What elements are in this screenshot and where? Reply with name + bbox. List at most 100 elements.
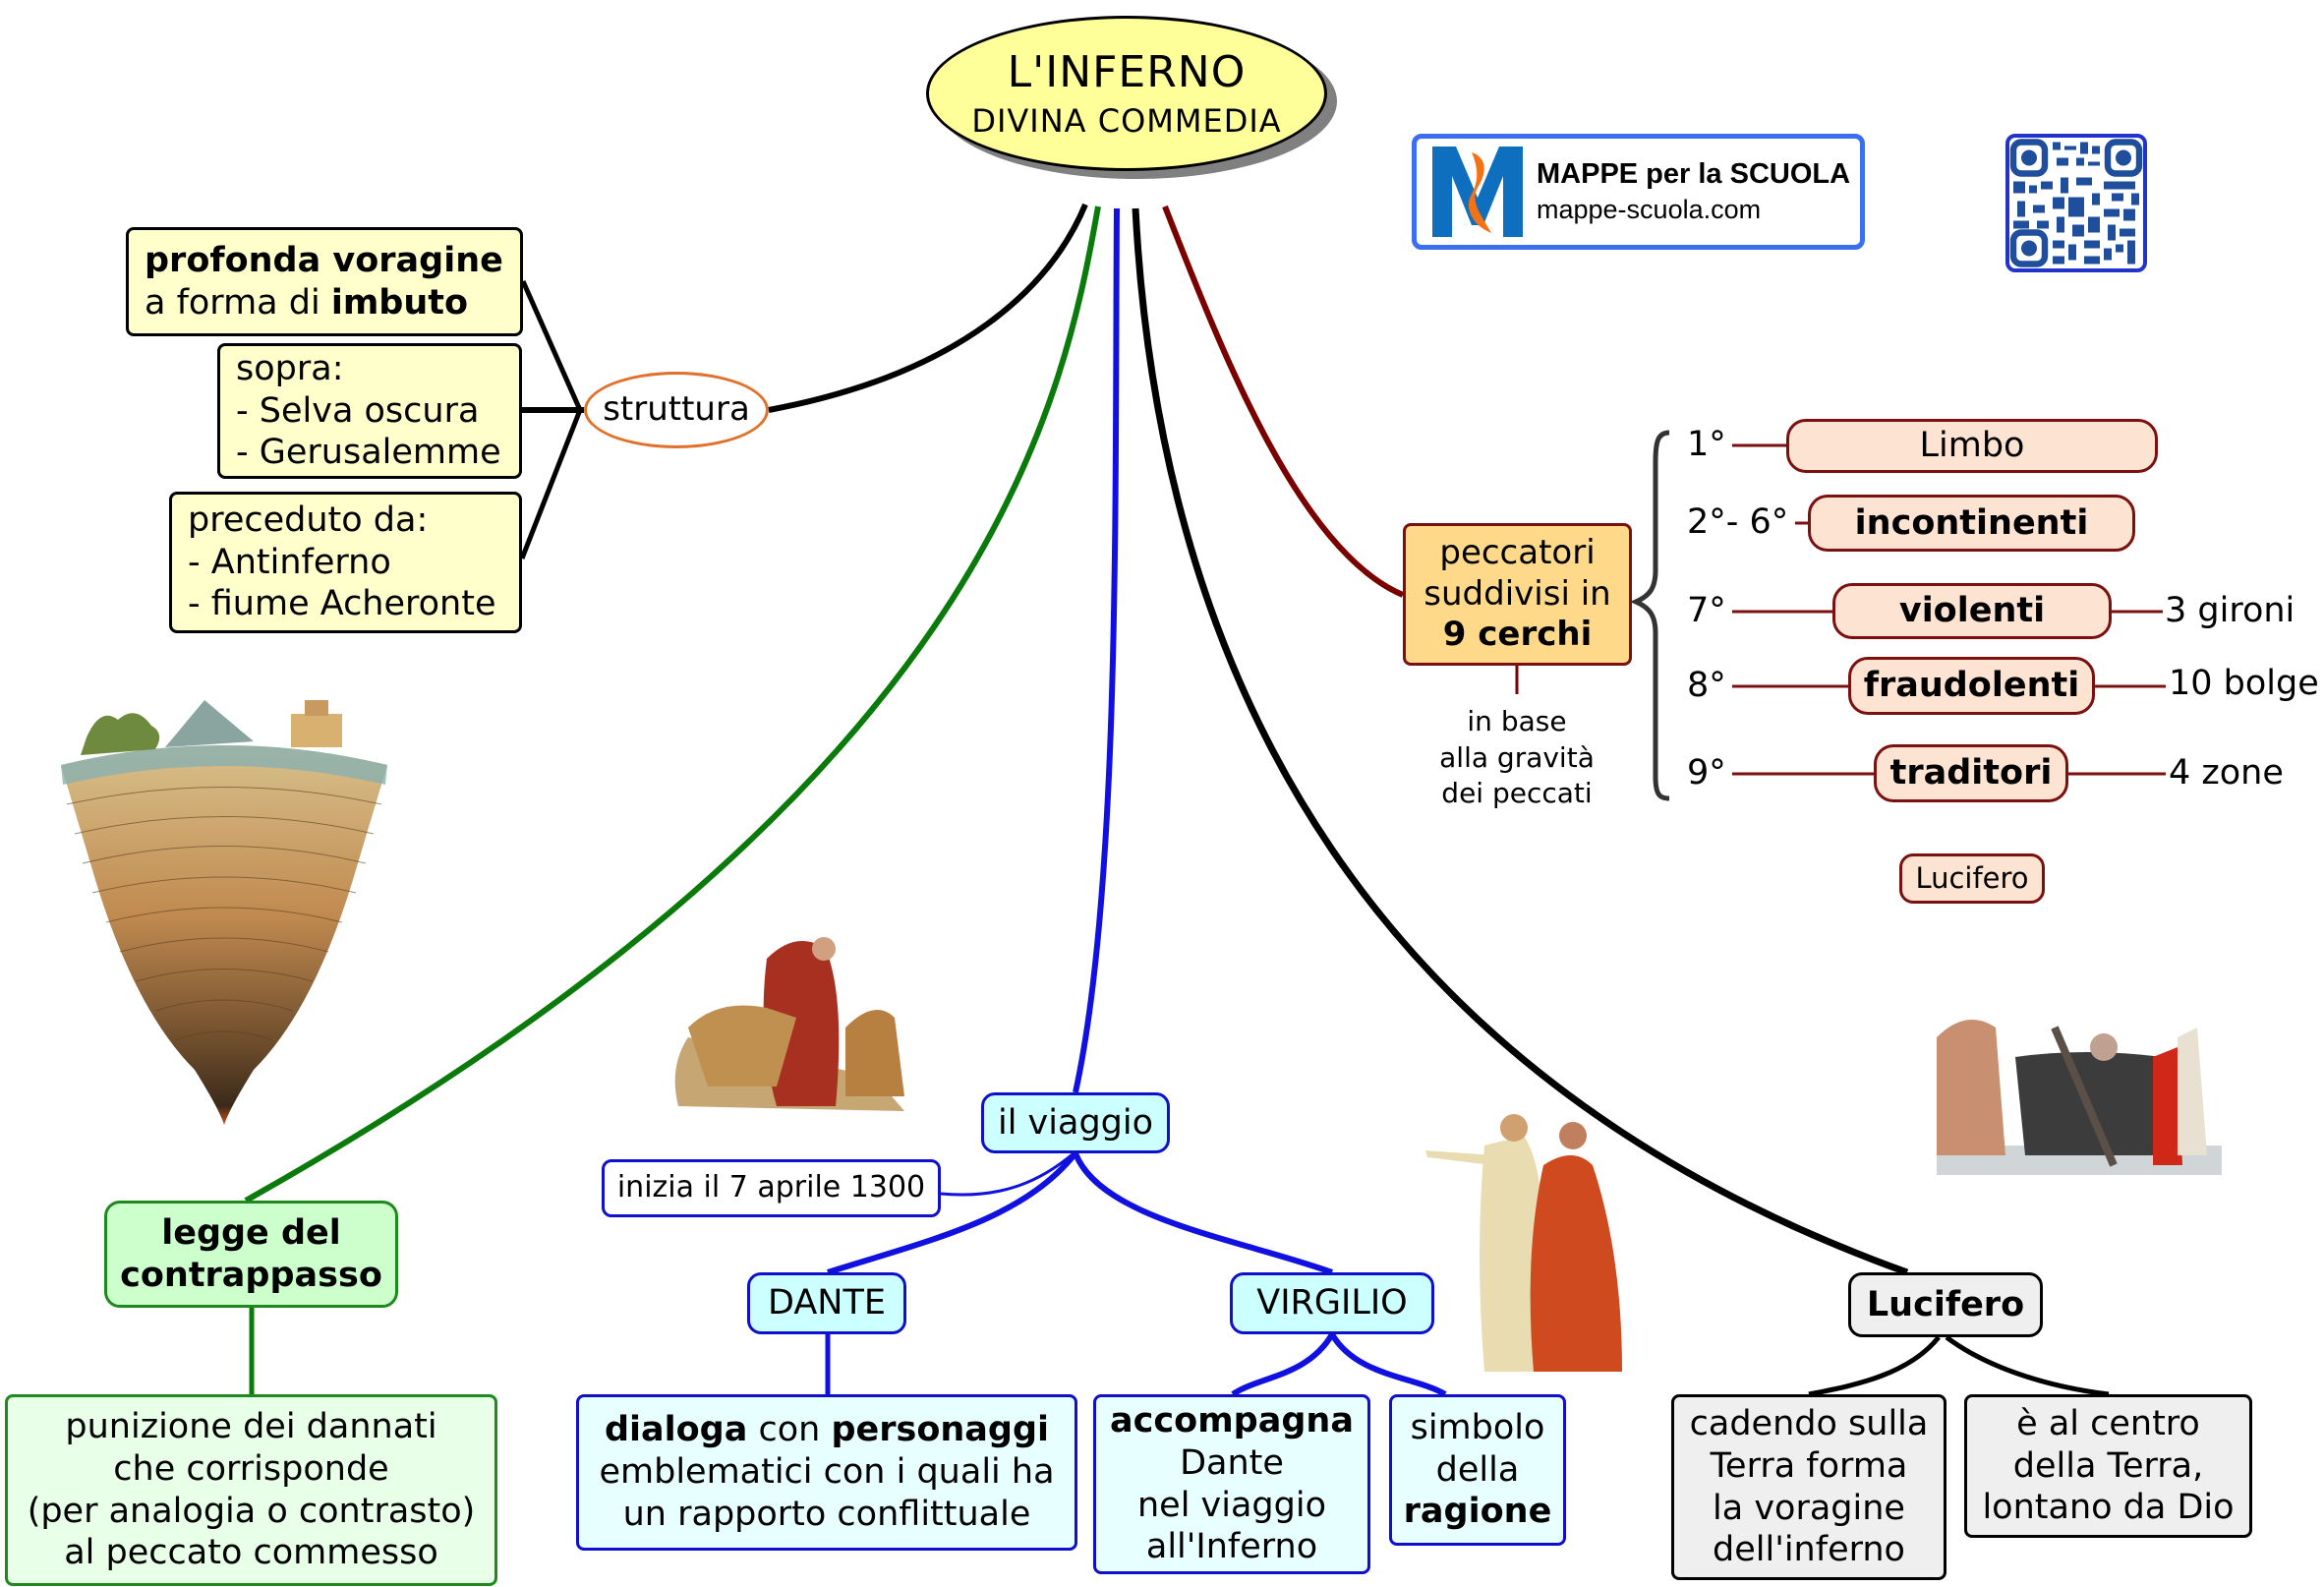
circle-label: fraudolenti bbox=[1863, 666, 2080, 706]
node-incontinenti[interactable]: incontinenti bbox=[1808, 495, 2135, 552]
struttura-label: struttura bbox=[603, 389, 750, 430]
cadendo-line: cadendo sulla bbox=[1689, 1404, 1929, 1444]
node-il-viaggio[interactable]: il viaggio bbox=[981, 1092, 1170, 1153]
simbolo-line: simbolo bbox=[1410, 1407, 1545, 1447]
dante-beasts-illustration bbox=[674, 937, 904, 1111]
accompagna-line: all'Inferno bbox=[1145, 1527, 1318, 1567]
node-centro-terra[interactable]: è al centro della Terra, lontano da Dio bbox=[1964, 1394, 2252, 1538]
node-limbo[interactable]: Limbo bbox=[1786, 419, 2158, 473]
node-accompagna[interactable]: accompagna Dante nel viaggio all'Inferno bbox=[1093, 1394, 1370, 1574]
title-sub: DIVINA COMMEDIA bbox=[971, 102, 1282, 141]
link-centro bbox=[1945, 1334, 2110, 1397]
branch-lucifero bbox=[1132, 207, 1909, 1276]
node-peccatori[interactable]: peccatori suddivisi in 9 cerchi bbox=[1403, 523, 1632, 666]
node-traditori[interactable]: traditori bbox=[1874, 744, 2068, 802]
peccatori-line3: 9 cerchi bbox=[1442, 615, 1593, 655]
inferno-funnel-illustration bbox=[61, 700, 387, 1125]
legge-line: legge del bbox=[161, 1212, 341, 1253]
branch-contrappasso bbox=[244, 206, 1101, 1204]
title-main: L'INFERNO bbox=[1007, 46, 1247, 97]
sopra-line: sopra: bbox=[236, 348, 344, 388]
link-preceduto bbox=[519, 409, 583, 559]
centro-line: della Terra, bbox=[2012, 1445, 2204, 1486]
dialoga-bold: dialoga bbox=[604, 1410, 748, 1450]
node-preceduto[interactable]: preceduto da: - Antinferno - fiume Acher… bbox=[169, 492, 522, 633]
branch-viaggio bbox=[1073, 207, 1120, 1093]
node-cadendo[interactable]: cadendo sulla Terra forma la voragine de… bbox=[1671, 1394, 1946, 1580]
cadendo-line: dell'inferno bbox=[1713, 1530, 1905, 1570]
profonda-line2-bold: imbuto bbox=[330, 282, 469, 323]
circle-number: 8° bbox=[1687, 666, 1726, 705]
punizione-line: al peccato commesso bbox=[64, 1533, 438, 1573]
node-simbolo-ragione[interactable]: simbolo della ragione bbox=[1389, 1394, 1566, 1546]
circle-number: 9° bbox=[1687, 753, 1726, 793]
node-inizia-data[interactable]: inizia il 7 aprile 1300 bbox=[602, 1159, 941, 1217]
link-cadendo bbox=[1808, 1335, 1941, 1397]
node-profonda-voragine[interactable]: profonda voragine a forma di imbuto bbox=[126, 227, 523, 336]
note-gravita: in base alla gravità dei peccati bbox=[1416, 704, 1618, 812]
node-fraudolenti[interactable]: fraudolenti bbox=[1848, 657, 2095, 715]
link-dante bbox=[827, 1151, 1078, 1275]
circle-number: 7° bbox=[1687, 591, 1726, 630]
virgilio-label: VIRGILIO bbox=[1256, 1283, 1408, 1323]
link-simbolo bbox=[1329, 1332, 1447, 1397]
peccatori-line2: suddivisi in bbox=[1423, 573, 1611, 614]
central-topic[interactable]: L'INFERNO DIVINA COMMEDIA bbox=[926, 16, 1327, 171]
centro-line: lontano da Dio bbox=[1982, 1488, 2235, 1528]
branch-peccatori bbox=[1162, 205, 1405, 598]
logo-brand: MAPPE per la SCUOLA bbox=[1537, 158, 1851, 190]
brace bbox=[1629, 430, 1670, 801]
viaggio-label: il viaggio bbox=[997, 1102, 1154, 1143]
circle-detail: 4 zone bbox=[2169, 753, 2284, 793]
simbolo-line: della bbox=[1435, 1449, 1520, 1490]
node-virgilio[interactable]: VIRGILIO bbox=[1230, 1272, 1434, 1334]
centro-line: è al centro bbox=[2016, 1403, 2200, 1443]
preceduto-line: - fiume Acheronte bbox=[188, 584, 496, 624]
circle-detail: 3 gironi bbox=[2165, 591, 2295, 630]
preceduto-line: - Antinferno bbox=[188, 542, 391, 582]
node-sopra[interactable]: sopra: - Selva oscura - Gerusalemme bbox=[217, 343, 522, 479]
cadendo-line: Terra forma bbox=[1710, 1445, 1908, 1486]
circle-label: incontinenti bbox=[1854, 502, 2089, 543]
accompagna-bold: accompagna bbox=[1110, 1401, 1354, 1441]
circle-number: 2°- 6° bbox=[1687, 502, 1789, 542]
caronte-boat-illustration bbox=[1937, 1020, 2222, 1175]
node-lucifero-circle[interactable]: Lucifero bbox=[1899, 853, 2045, 904]
node-legge-contrappasso[interactable]: legge del contrappasso bbox=[104, 1201, 398, 1308]
note-line: dei peccati bbox=[1441, 777, 1593, 810]
node-violenti[interactable]: violenti bbox=[1832, 583, 2112, 639]
dialoga-bold2: personaggi bbox=[831, 1410, 1050, 1450]
dante-virgilio-illustration bbox=[1425, 1114, 1622, 1372]
dialoga-line2: emblematici con i quali ha bbox=[599, 1452, 1055, 1493]
cadendo-line: la voragine bbox=[1713, 1488, 1905, 1528]
punizione-line: punizione dei dannati bbox=[65, 1407, 437, 1447]
node-punizione[interactable]: punizione dei dannati che corrisponde (p… bbox=[5, 1394, 497, 1586]
qr-code-icon[interactable] bbox=[2005, 134, 2147, 272]
node-dante[interactable]: DANTE bbox=[747, 1272, 906, 1334]
dante-label: DANTE bbox=[768, 1283, 886, 1323]
link-inizia bbox=[940, 1151, 1075, 1197]
inizia-label: inizia il 7 aprile 1300 bbox=[616, 1170, 926, 1205]
dialoga-line3: un rapporto conflittuale bbox=[622, 1494, 1031, 1534]
punizione-line: che corrisponde bbox=[113, 1448, 389, 1489]
node-lucifero[interactable]: Lucifero bbox=[1848, 1272, 2043, 1337]
node-struttura[interactable]: struttura bbox=[584, 372, 769, 448]
profonda-line1: profonda voragine bbox=[145, 240, 503, 280]
preceduto-line: preceduto da: bbox=[188, 500, 429, 540]
lucifero-label: Lucifero bbox=[1866, 1284, 2025, 1324]
logo-site[interactable]: mappe-scuola.com bbox=[1537, 195, 1762, 224]
note-line: in base bbox=[1467, 705, 1567, 738]
circle-detail: 10 bolge bbox=[2169, 664, 2319, 703]
circle-label: Limbo bbox=[1919, 426, 2025, 466]
profonda-line2-normal: a forma di bbox=[145, 282, 331, 323]
mappe-scuola-logo[interactable]: MAPPE per la SCUOLA mappe-scuola.com bbox=[1412, 134, 1865, 250]
link-virgilio bbox=[1073, 1151, 1334, 1275]
node-dialoga[interactable]: dialoga con personaggi emblematici con i… bbox=[576, 1394, 1077, 1551]
simbolo-bold: ragione bbox=[1403, 1492, 1552, 1532]
sopra-line: - Selva oscura bbox=[236, 390, 480, 431]
lucifero-circle-label: Lucifero bbox=[1915, 860, 2029, 895]
mappe-logo-icon bbox=[1432, 147, 1523, 237]
link-profonda bbox=[520, 279, 583, 412]
peccatori-line1: peccatori bbox=[1439, 533, 1596, 573]
